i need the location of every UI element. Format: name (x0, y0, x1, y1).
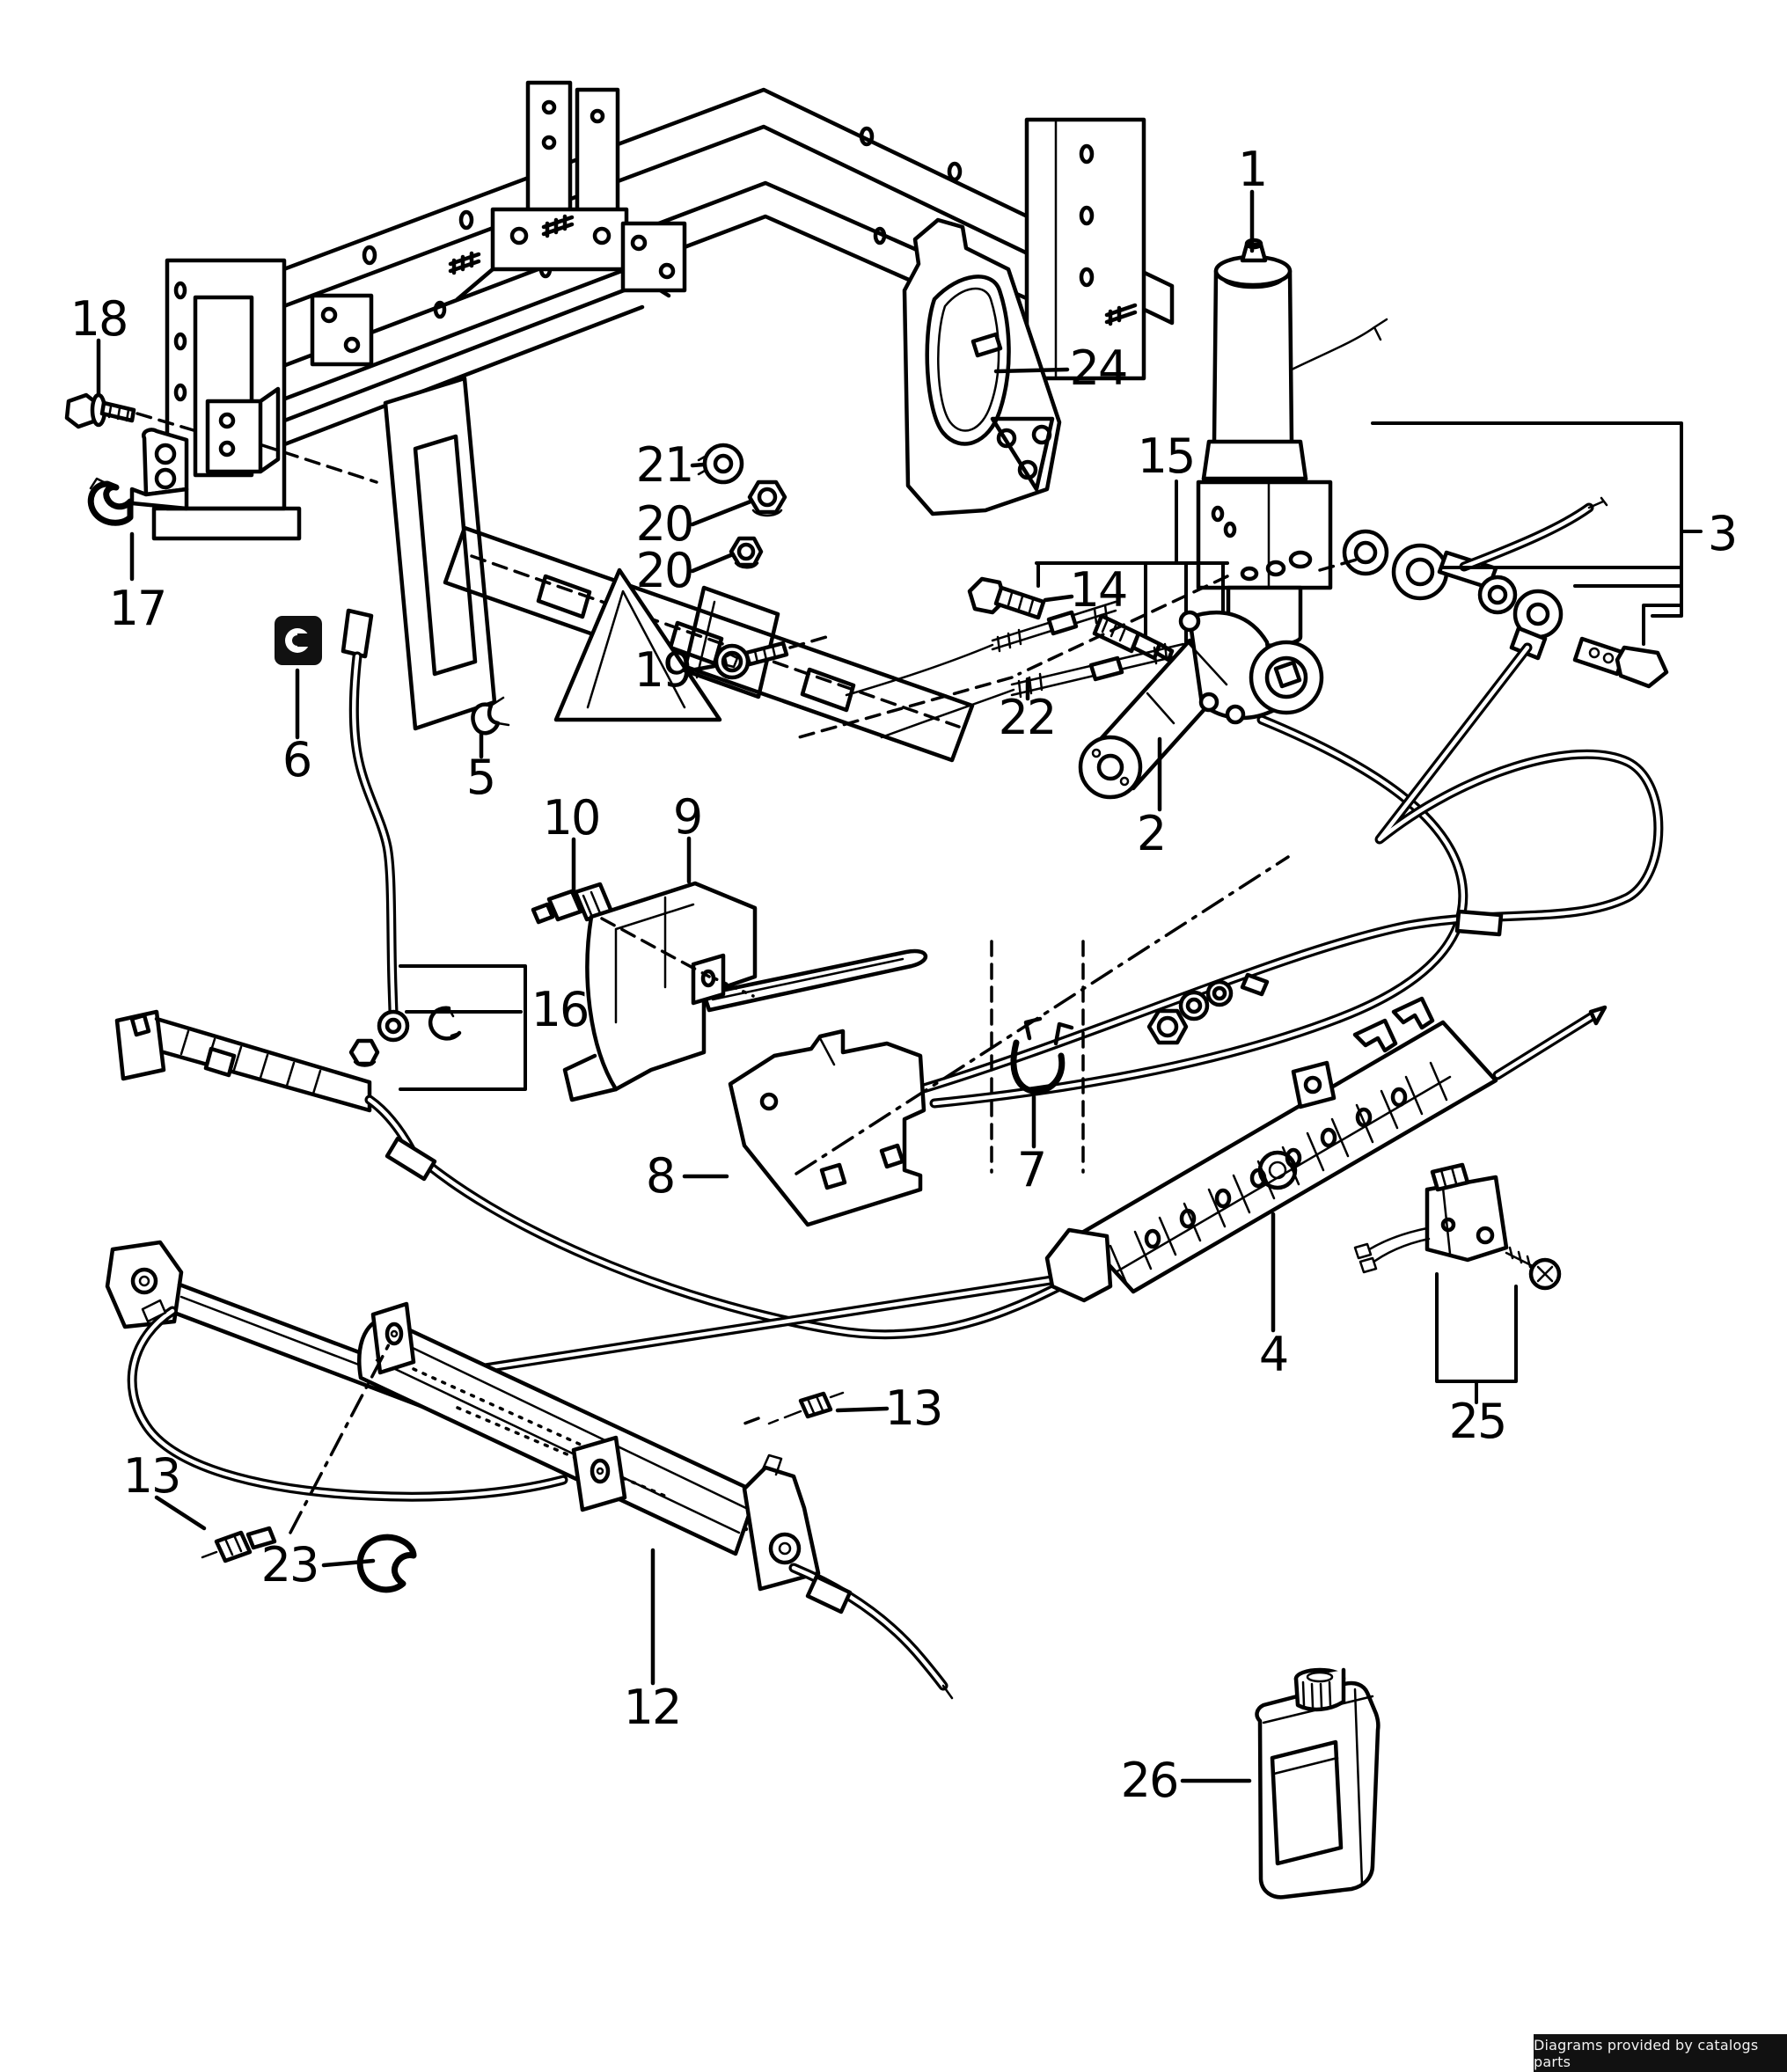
part-callout-26: 26 (1120, 1753, 1180, 1808)
part-callout-18: 18 (70, 291, 129, 347)
part-callout-21: 21 (635, 437, 695, 493)
part-callout-15: 15 (1137, 428, 1197, 484)
part-callout-16: 16 (531, 982, 590, 1037)
hydraulic-pump-1 (1196, 238, 1388, 648)
part-callout-4: 4 (1258, 1327, 1289, 1382)
callout-leaders (96, 189, 1276, 1783)
fluid-bottle-26 (1255, 1667, 1381, 1900)
part-callout-3: 3 (1707, 506, 1738, 561)
washer-cluster (1146, 972, 1270, 1045)
drive-rail-4 (1044, 996, 1498, 1303)
part-callout-23: 23 (260, 1537, 320, 1592)
part-callout-12: 12 (623, 1680, 683, 1735)
part-callout-24: 24 (1069, 340, 1129, 396)
bracket-25 (1353, 1162, 1562, 1404)
front-rail-left (114, 1009, 372, 1113)
part-callout-6: 6 (282, 732, 312, 787)
footer-credit-text: Diagrams provided by catalogs parts (1534, 2036, 1759, 2070)
frame-assembly (151, 80, 1175, 763)
part-callout-14: 14 (1069, 562, 1129, 618)
grommet-and-nuts (697, 443, 789, 680)
part-callout-20: 20 (635, 543, 695, 598)
drive-motor-2 (1078, 610, 1324, 800)
rod-and-clip-16 (341, 608, 527, 1091)
part-callout-19: 19 (634, 642, 693, 698)
part-callout-9: 9 (672, 789, 703, 845)
part-callout-13: 13 (122, 1448, 182, 1504)
part-callout-20: 20 (635, 496, 695, 552)
bleeder-valves (201, 1391, 845, 1593)
part-callout-7: 7 (1016, 1142, 1047, 1197)
hydraulic-cylinder-12 (105, 1240, 954, 1700)
sensor-10 (531, 882, 614, 925)
bracket-24 (902, 217, 1062, 516)
part-callout-1: 1 (1237, 142, 1268, 197)
hose-kit-3 (1318, 421, 1703, 689)
left-fasteners (64, 392, 510, 736)
reference-lines (135, 412, 1290, 1534)
part-callout-10: 10 (542, 790, 602, 846)
part-callout-2: 2 (1136, 806, 1167, 861)
part-callout-22: 22 (998, 690, 1058, 745)
footer-credit-bar: Diagrams provided by catalogs parts (1534, 2034, 1787, 2072)
part-callout-25: 25 (1448, 1394, 1508, 1449)
part-callout-8: 8 (645, 1148, 676, 1204)
part-callout-17: 17 (108, 581, 168, 636)
part-callout-5: 5 (465, 750, 496, 805)
part-callout-13: 13 (884, 1380, 944, 1436)
bracket-8 (728, 1029, 926, 1227)
